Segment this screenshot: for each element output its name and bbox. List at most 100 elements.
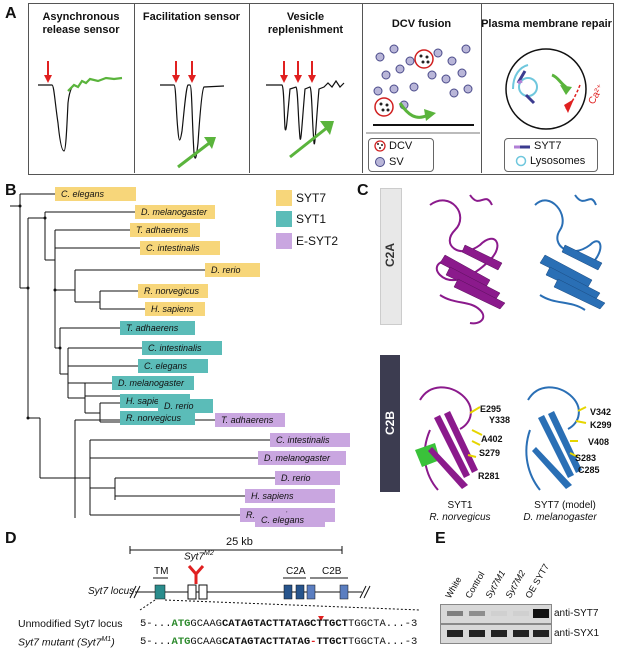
leaf-syt7-c-elegans: C. elegans	[55, 187, 136, 201]
caption-syt7: SYT7 (model)	[534, 500, 596, 511]
leaf-esyt2-h-sapiens: H. sapiens	[245, 489, 335, 503]
band-syt7-3	[513, 611, 529, 616]
band-syt7-0	[447, 611, 463, 616]
panel-label-a: A	[5, 5, 17, 22]
legend-esyt2-label: E-SYT2	[296, 234, 339, 248]
c2b-syt1-structure	[415, 386, 483, 491]
panel-b: C. elegans D. melanogaster T. adhaerens …	[0, 178, 360, 528]
title-facilitation: Facilitation sensor	[142, 11, 241, 23]
blot-syx1	[440, 624, 552, 644]
residue-e295: E295	[480, 404, 502, 414]
exon-tm	[154, 584, 166, 600]
residue-v342: V342	[590, 407, 612, 417]
exon-white-1	[187, 584, 197, 600]
unmod-sequence: 5-...ATGGCAAGCATAGTACTTATAGCTTGCTTGGCTA.…	[140, 618, 418, 630]
band-syt7-4	[533, 609, 549, 618]
blot-syt7	[440, 604, 552, 624]
scale-label: 25 kb	[226, 536, 253, 548]
row-anti-syt7: anti-SYT7	[554, 608, 599, 619]
dcv-legend-dcv: DCV	[389, 140, 413, 152]
title-pm-repair: Plasma membrane repair	[481, 18, 612, 30]
caption-syt1: SYT1	[447, 500, 473, 511]
panel-label-b: B	[5, 182, 17, 199]
legend-esyt2-swatch	[276, 233, 292, 249]
panel-label-e: E	[435, 530, 446, 547]
panel-d: 25 kb Syt7M2 Syt7 locus TM C2A C2B Unmod…	[0, 530, 430, 654]
panel-a-graphics	[38, 44, 587, 169]
pm-repair	[505, 48, 587, 167]
red-arrow-icon	[44, 75, 52, 83]
leaf-syt1-t-adhaerens: T. adhaerens	[120, 321, 195, 335]
sv-legend-icon	[375, 157, 385, 167]
caption-syt7-species: D. melanogaster	[523, 512, 597, 523]
residue-v408: V408	[588, 437, 610, 447]
leaf-esyt2-d-melanogaster: D. melanogaster	[258, 451, 346, 465]
title-dcv: DCV fusion	[391, 18, 452, 30]
title-async: Asynchronous release sensor	[42, 11, 120, 36]
band-syt7-2	[491, 611, 507, 616]
leaf-esyt2-t-adhaerens: T. adhaerens	[215, 413, 285, 427]
residue-s283: S283	[575, 453, 597, 463]
leaf-syt7-d-melanogaster: D. melanogaster	[135, 205, 215, 219]
title-replenish: Vesicle replenishment	[267, 11, 344, 36]
band-syt7-1	[469, 611, 485, 616]
pm-legend-lysosomes: Lysosomes	[530, 155, 586, 167]
allele-label: Syt7M2	[184, 550, 214, 563]
residue-s279: S279	[479, 448, 501, 458]
row-label-c2a-bar	[380, 188, 402, 325]
domain-c2a: C2A	[286, 566, 306, 577]
legend-syt1-swatch	[276, 211, 292, 227]
caption-syt1-species: R. norvegicus	[429, 512, 491, 523]
legend-syt1-label: SYT1	[296, 212, 327, 226]
async-trace	[38, 61, 123, 152]
row-anti-syx1: anti-SYX1	[554, 628, 600, 639]
mutant-label: Syt7 mutant (Syt7M1)	[18, 636, 115, 649]
residue-r281: R281	[478, 471, 500, 481]
row-label-c2b: C2B	[383, 411, 397, 436]
domain-tm: TM	[154, 566, 169, 577]
leaf-esyt2-d-rerio: D. rerio	[275, 471, 340, 485]
dcv-legend-sv: SV	[389, 156, 404, 168]
residue-k299: K299	[590, 420, 612, 430]
legend-syt7-swatch	[276, 190, 292, 206]
mutant-sequence: 5-...ATGGCAAGCATAGTACTTATAG-TTGCTTGGCTA.…	[140, 636, 418, 648]
replenish-trace	[266, 61, 345, 159]
leaf-esyt2-c-elegans: C. elegans	[255, 513, 325, 527]
leaf-esyt2-c-intestinalis: C. intestinalis	[270, 433, 350, 447]
row-label-c2b-bar	[380, 355, 400, 492]
leaf-syt1-c-intestinalis: C. intestinalis	[142, 341, 222, 355]
pm-legend-box	[504, 138, 598, 172]
c2b-syt7-structure	[525, 386, 587, 491]
row-label-c2a: C2A	[383, 243, 397, 268]
dcv-fusion	[366, 44, 480, 167]
residue-y338: Y338	[489, 415, 511, 425]
lysosome-legend-icon	[515, 155, 527, 167]
leaf-syt1-c-elegans: C. elegans	[138, 359, 208, 373]
dcv-legend-box	[368, 138, 434, 172]
gene-locus-diagram	[129, 546, 421, 621]
panel-label-d: D	[5, 530, 17, 547]
leaf-syt7-d-rerio: D. rerio	[205, 263, 260, 277]
legend-syt7-label: SYT7	[296, 191, 327, 205]
panel-e: White Control Syt7M1 Syt7M2 OE SYT7 anti…	[430, 530, 617, 654]
leaf-syt1-d-melanogaster: D. melanogaster	[112, 376, 194, 390]
pm-legend-syt7: SYT7	[534, 140, 562, 152]
residue-a402: A402	[481, 434, 503, 444]
unmod-label: Unmodified Syt7 locus	[18, 618, 123, 630]
facilitation-trace	[160, 61, 225, 169]
leaf-syt7-r-norvegicus: R. norvegicus	[138, 284, 208, 298]
panel-label-c: C	[357, 182, 369, 199]
panel-a: Asynchronous release sensor Facilitation…	[28, 3, 612, 173]
leaf-syt1-d-rerio: D. rerio	[158, 399, 213, 413]
domain-c2b: C2B	[322, 566, 342, 577]
leaf-syt7-c-intestinalis: C. intestinalis	[140, 241, 220, 255]
c2a-syt1-structure	[429, 194, 499, 325]
c2a-syt7-structure	[534, 194, 602, 311]
leaf-syt1-r-norvegicus: R. norvegicus	[120, 411, 195, 425]
protein-structures	[415, 194, 606, 491]
exon-white-2	[198, 584, 208, 600]
residue-c285: C285	[578, 465, 600, 475]
leaf-syt7-t-adhaerens: T. adhaerens	[130, 223, 200, 237]
leaf-syt7-h-sapiens: H. sapiens	[145, 302, 205, 316]
locus-label: Syt7 locus	[88, 586, 135, 597]
